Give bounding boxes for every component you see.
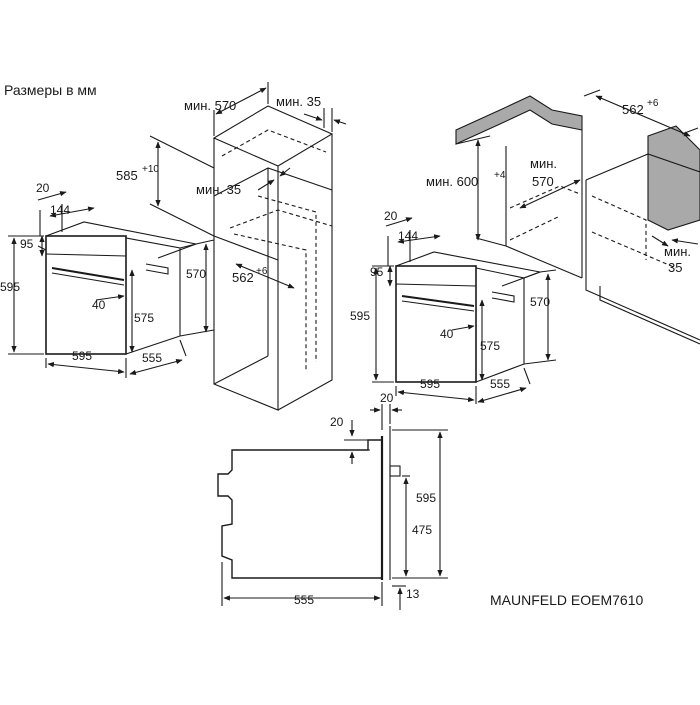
uc-dim-562: 562 bbox=[622, 102, 644, 117]
side-dim-475: 475 bbox=[412, 523, 432, 537]
cab-dim-585: 585 bbox=[116, 168, 138, 183]
uc-dim-35: 35 bbox=[668, 260, 682, 275]
uc-dim-570: 570 bbox=[532, 174, 554, 189]
under-counter-labels: 562 +6 мин. 570 мин. 600 +4 мин. 35 bbox=[426, 98, 691, 275]
cab-dim-585-tolerance: +10 bbox=[142, 164, 159, 175]
uc-min-label-1: мин. bbox=[530, 156, 557, 171]
left-dim-40: 40 bbox=[92, 298, 106, 312]
side-dim-13: 13 bbox=[406, 587, 420, 601]
uc-min-600: мин. 600 bbox=[426, 174, 478, 189]
tall-cabinet-drawing bbox=[149, 82, 347, 411]
side-view-drawing bbox=[217, 404, 448, 610]
oven-right-labels: 20 144 95 595 570 40 575 595 555 bbox=[350, 209, 550, 391]
left-dim-595-height: 595 bbox=[0, 280, 20, 294]
left-dim-575: 575 bbox=[134, 311, 154, 325]
side-dim-595: 595 bbox=[416, 491, 436, 505]
cab-min-570: мин. 570 bbox=[184, 98, 236, 113]
oven-right-drawing bbox=[372, 217, 557, 404]
left-dim-595-width: 595 bbox=[72, 349, 92, 363]
uc-dim-562-tolerance: +6 bbox=[647, 98, 659, 109]
right-dim-570: 570 bbox=[530, 295, 550, 309]
under-counter-drawing bbox=[455, 89, 700, 345]
oven-left-labels: 20 144 95 595 570 40 575 595 555 bbox=[0, 181, 206, 365]
left-dim-555: 555 bbox=[142, 351, 162, 365]
cab-min-35-mid: мин. 35 bbox=[196, 182, 241, 197]
oven-left-drawing bbox=[8, 191, 215, 378]
tall-cabinet-labels: мин. 570 мин. 35 585 +10 мин. 35 562 +6 bbox=[116, 94, 321, 285]
left-dim-570: 570 bbox=[186, 267, 206, 281]
uc-min-600-tolerance: +4 bbox=[494, 170, 506, 181]
side-dim-20-top: 20 bbox=[380, 391, 394, 405]
right-dim-595-height: 595 bbox=[350, 309, 370, 323]
right-dim-555: 555 bbox=[490, 377, 510, 391]
right-dim-595-width: 595 bbox=[420, 377, 440, 391]
right-dim-144: 144 bbox=[398, 229, 418, 243]
side-dim-20-left: 20 bbox=[330, 415, 344, 429]
left-dim-95: 95 bbox=[20, 237, 34, 251]
left-dim-144: 144 bbox=[50, 203, 70, 217]
cab-dim-562: 562 bbox=[232, 270, 254, 285]
right-dim-20: 20 bbox=[384, 209, 398, 223]
side-dim-555: 555 bbox=[294, 593, 314, 607]
cab-min-35-top: мин. 35 bbox=[276, 94, 321, 109]
right-dim-575: 575 bbox=[480, 339, 500, 353]
cab-dim-562-tolerance: +6 bbox=[256, 266, 268, 277]
right-dim-95: 95 bbox=[370, 265, 384, 279]
uc-min-label-2: мин. bbox=[664, 244, 691, 259]
side-view-labels: 20 20 595 475 555 13 bbox=[294, 391, 436, 607]
model-caption: MAUNFELD EOEM7610 bbox=[490, 592, 644, 608]
left-dim-20: 20 bbox=[36, 181, 50, 195]
units-caption: Размеры в мм bbox=[4, 82, 97, 98]
right-dim-40: 40 bbox=[440, 327, 454, 341]
